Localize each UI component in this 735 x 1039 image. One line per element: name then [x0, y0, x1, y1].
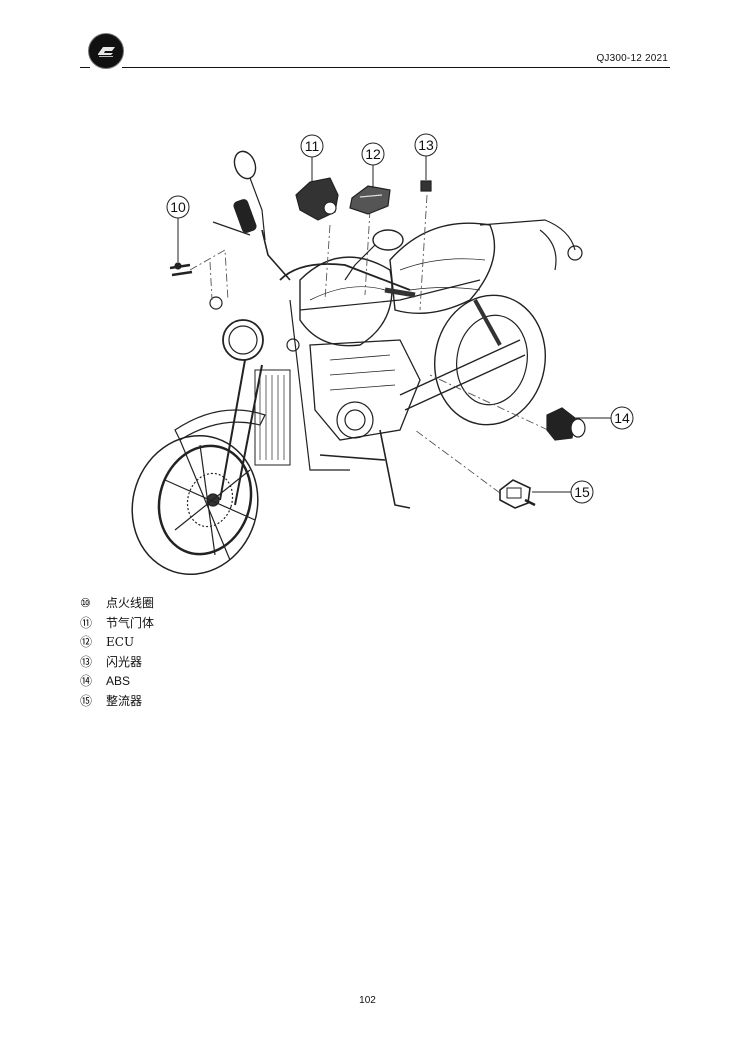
legend-number: ⑭ — [80, 674, 93, 689]
legend-item: ⑪ 节气门体 — [80, 613, 154, 633]
legend-label: ECU — [106, 634, 135, 649]
motorcycle-exploded-diagram: 10 11 12 13 14 — [125, 120, 645, 580]
legend-number: ⑫ — [80, 635, 93, 650]
part-11-drawing — [295, 177, 339, 221]
legend-item: ⑭ ABS — [80, 671, 154, 691]
legend-label: 闪光器 — [106, 654, 143, 669]
callout-14: 14 — [575, 406, 634, 430]
svg-text:11: 11 — [305, 138, 320, 154]
front-wheel-drawing — [131, 434, 259, 576]
svg-text:13: 13 — [418, 137, 434, 153]
legend-number: ⑮ — [80, 693, 93, 708]
legend-item: ⑩ 点火线圈 — [80, 593, 154, 613]
legend-number: ⑩ — [80, 595, 91, 610]
parts-legend: ⑩ 点火线圈 ⑪ 节气门体 ⑫ ECU ⑬ 闪光器 ⑭ ABS ⑮ 整流器 — [80, 593, 154, 710]
legend-item: ⑮ 整流器 — [80, 691, 154, 711]
part-12-drawing — [349, 185, 391, 215]
legend-item: ⑫ ECU — [80, 632, 154, 652]
callout-12: 12 — [361, 142, 385, 188]
callout-10: 10 — [166, 195, 190, 262]
part-15-drawing — [499, 479, 536, 509]
header-rule — [122, 67, 670, 68]
document-code: QJ300-12 2021 — [596, 53, 668, 64]
part-10-drawing — [169, 262, 193, 277]
legend-label: 整流器 — [106, 693, 143, 708]
svg-text:10: 10 — [170, 199, 186, 215]
brand-logo-icon — [88, 33, 124, 69]
legend-number: ⑪ — [80, 615, 93, 630]
svg-text:14: 14 — [614, 410, 630, 426]
callout-11: 11 — [300, 134, 324, 182]
legend-label: 节气门体 — [106, 615, 155, 630]
part-14-drawing — [546, 407, 586, 441]
legend-label: 点火线圈 — [106, 596, 155, 611]
callout-13: 13 — [414, 133, 438, 180]
page-number: 102 — [359, 995, 376, 1006]
callout-15: 15 — [532, 480, 594, 504]
svg-text:12: 12 — [365, 146, 381, 162]
legend-item: ⑬ 闪光器 — [80, 652, 154, 672]
header-rule-left — [80, 67, 90, 68]
part-13-drawing — [420, 180, 432, 192]
legend-label: ABS — [106, 673, 131, 688]
svg-text:15: 15 — [574, 484, 590, 500]
legend-number: ⑬ — [80, 654, 93, 669]
